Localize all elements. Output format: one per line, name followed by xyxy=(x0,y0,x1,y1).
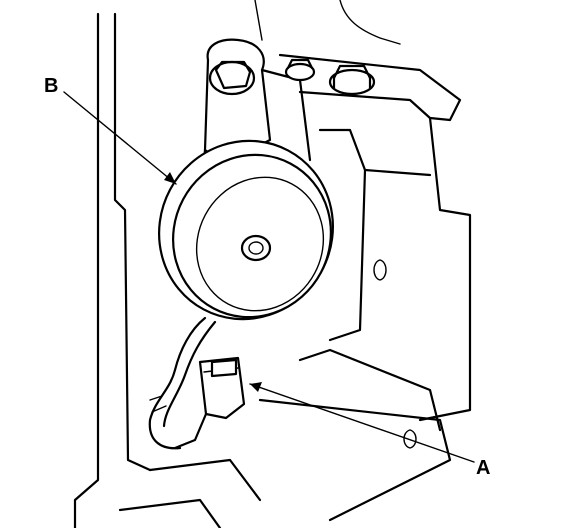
body-panel xyxy=(73,0,401,528)
mounting-bolt-upper xyxy=(208,60,256,96)
leader-line-a xyxy=(249,382,475,463)
leader-line-b xyxy=(63,91,177,185)
body-bolt-right xyxy=(328,64,376,96)
connector xyxy=(173,356,246,450)
horn xyxy=(158,139,334,321)
callout-a: A xyxy=(476,457,491,479)
callout-b: B xyxy=(44,75,59,97)
wire-harness xyxy=(148,316,217,450)
body-bolt-left xyxy=(284,58,316,82)
